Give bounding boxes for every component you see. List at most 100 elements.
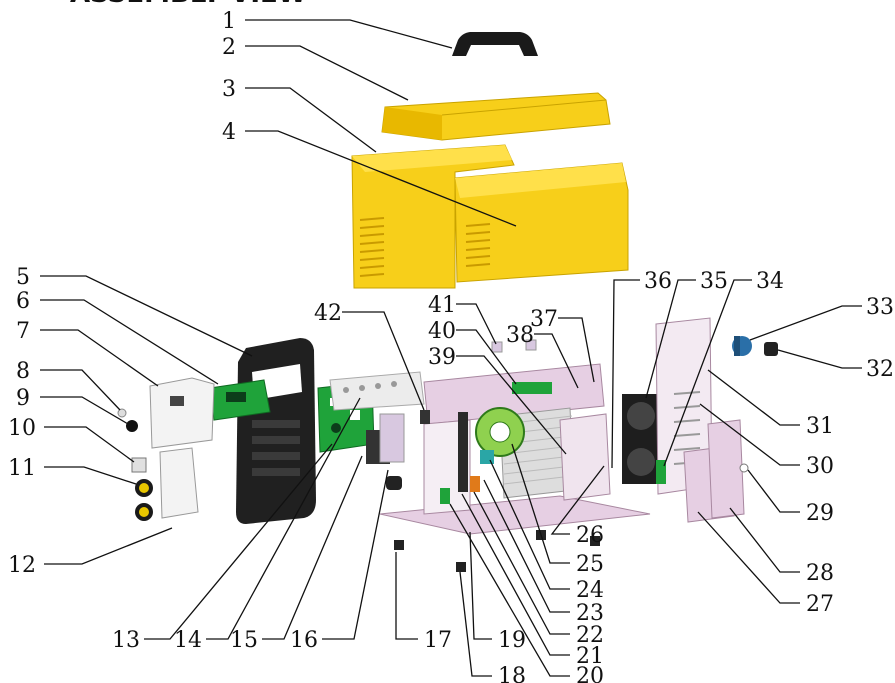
callout-41: 41	[428, 293, 456, 318]
leader-18	[459, 571, 492, 677]
callout-42: 42	[314, 301, 342, 326]
terminal-lug-b-part	[525, 339, 537, 351]
leader-37	[558, 317, 595, 383]
leader-36	[611, 279, 640, 469]
leader-22	[473, 491, 570, 635]
leader-29	[747, 469, 800, 513]
callout-8: 8	[16, 359, 30, 384]
front-lower-plate-part	[159, 447, 199, 519]
small-pcb-part	[440, 488, 450, 504]
leader-19	[469, 531, 492, 640]
callout-22: 22	[576, 623, 604, 648]
callout-5: 5	[16, 265, 30, 290]
callout-37: 37	[530, 307, 558, 332]
leader-39	[456, 355, 567, 455]
callout-24: 24	[576, 578, 604, 603]
callout-10: 10	[8, 416, 36, 441]
leader-16	[322, 469, 389, 640]
left-side-cover-part	[351, 144, 515, 289]
leader-13	[144, 443, 333, 640]
carry-handle-part	[452, 32, 538, 56]
callout-30: 30	[806, 454, 834, 479]
callout-23: 23	[576, 601, 604, 626]
callout-21: 21	[576, 644, 604, 669]
callout-33: 33	[866, 295, 894, 320]
ferrite-part	[420, 410, 430, 424]
top-cover-part	[381, 92, 611, 141]
leader-34	[663, 279, 752, 467]
output-terminal-part	[135, 479, 153, 521]
rear-heatsink-part	[559, 413, 611, 501]
callout-12: 12	[8, 553, 36, 578]
callout-39: 39	[428, 345, 456, 370]
rear-cover-part	[707, 419, 745, 519]
leader-31	[707, 369, 800, 426]
foot-part-c	[590, 536, 600, 546]
relay-block-part	[512, 382, 552, 394]
leader-20	[449, 503, 570, 677]
orange-component-part	[470, 476, 480, 492]
leader-1	[245, 19, 453, 49]
callout-17: 17	[424, 628, 452, 653]
callout-3: 3	[222, 77, 236, 102]
leader-30	[699, 403, 800, 466]
cord-clamp-part	[386, 476, 402, 490]
callout-26: 26	[576, 523, 604, 548]
callout-2: 2	[222, 35, 236, 60]
leader-5	[40, 275, 253, 357]
leader-12	[44, 527, 173, 565]
callout-29: 29	[806, 501, 834, 526]
foot-part-b	[456, 562, 466, 572]
bracket-part	[379, 413, 405, 463]
callout-27: 27	[806, 592, 834, 617]
callout-34: 34	[756, 269, 784, 294]
callout-4: 4	[222, 120, 236, 145]
leader-11	[44, 466, 137, 485]
callout-16: 16	[290, 628, 318, 653]
toroid-transformer-part	[475, 407, 525, 457]
leader-9	[40, 396, 129, 425]
front-frame-part	[236, 338, 316, 524]
leader-7	[40, 329, 159, 387]
callout-31: 31	[806, 414, 834, 439]
leader-2	[245, 45, 409, 101]
leader-10	[44, 426, 135, 463]
callout-11: 11	[8, 456, 36, 481]
leader-15	[262, 455, 363, 640]
leader-6	[40, 299, 219, 385]
fan-part	[622, 394, 660, 484]
callout-35: 35	[700, 269, 728, 294]
callout-14: 14	[174, 628, 202, 653]
right-side-cover-part	[454, 162, 629, 283]
switch-part	[131, 457, 147, 473]
leader-25	[511, 443, 570, 564]
leader-23	[483, 479, 570, 613]
power-connector-part	[732, 336, 752, 356]
power-cable-plug-part	[764, 342, 778, 356]
callout-40: 40	[428, 319, 456, 344]
terminal-lug-a-part	[491, 341, 503, 353]
callout-7: 7	[16, 319, 30, 344]
front-panel-plate-part	[149, 377, 215, 449]
leader-4	[245, 130, 517, 227]
leader-42	[342, 311, 425, 411]
knob-small-part	[117, 408, 127, 418]
leader-17	[395, 552, 418, 640]
leader-38	[534, 333, 579, 389]
leader-27	[697, 511, 800, 604]
connector-strip-part	[329, 371, 425, 411]
callout-36: 36	[644, 269, 672, 294]
callout-9: 9	[16, 386, 30, 411]
callout-13: 13	[112, 628, 140, 653]
leader-14	[206, 397, 361, 640]
rectifier-part	[458, 412, 468, 492]
leader-26	[550, 465, 605, 535]
title-fragment: ASSEMBLY VIEW	[70, 0, 307, 9]
leader-3	[245, 87, 377, 153]
leader-8	[40, 369, 121, 411]
grommet-part	[739, 463, 749, 473]
callout-19: 19	[498, 628, 526, 653]
callout-15: 15	[230, 628, 258, 653]
